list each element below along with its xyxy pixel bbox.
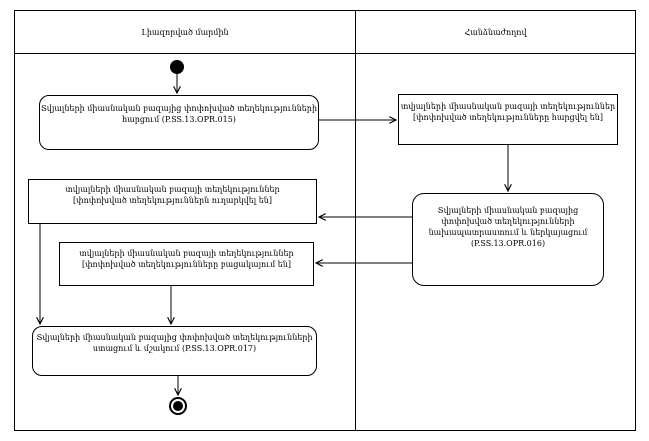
activity-receive-process-info: Տվյալների միասնական բազայից փոփոխված տեղ… [32,326,317,376]
final-node-inner-dot [173,401,183,411]
node-text-line: ստացում և մշակում (P.SS.13.OPR.017) [92,344,257,353]
node-text-line: Տվյալների միասնական բազայից [437,206,579,215]
node-text-line: նախապատրաստում և ներկայացում [428,228,588,237]
lane-divider [355,54,356,430]
swimlane-header-row: Լիազորված մարմին Հանձնաժողով [14,10,636,54]
node-text-line: Տվյալների միասնական բազայից փոփոխված տեղ… [40,104,318,113]
activity-prepare-present-info: Տվյալների միասնական բազայից փոփոխված տեղ… [412,193,604,286]
node-text-line: [փոփոխված տեղեկություններն ուղարկվել են] [73,196,272,205]
node-text-line: տվյալների միասնական բազայի տեղեկությունն… [400,102,616,111]
node-text-line: Տվյալների միասնական բազայից փոփոխված տեղ… [36,333,313,342]
object-info-requested: տվյալների միասնական բազայի տեղեկությունն… [398,94,618,145]
final-node-icon [169,397,187,415]
lane-label: Հանձնաժողով [464,27,527,37]
object-info-missing: տվյալների միասնական բազայի տեղեկությունն… [59,242,314,286]
activity-request-changed-info: Տվյալների միասնական բազայից փոփոխված տեղ… [39,95,319,150]
initial-node-icon [170,60,184,74]
node-text-line: տվյալների միասնական բազայի տեղեկությունն… [79,249,294,258]
node-text-line: [փոփոխված տեղեկությունները բացակայում են… [81,260,292,269]
lane-header-authorized-body: Լիազորված մարմին [15,11,356,53]
node-text-line: տվյալների միասնական բազայի տեղեկությունն… [65,185,280,194]
node-text-line: [փոփոխված տեղեկությունները հարցվել են] [413,113,603,122]
lane-label: Լիազորված մարմին [141,27,229,37]
object-info-sent: տվյալների միասնական բազայի տեղեկությունն… [28,179,317,224]
node-text-line: (P.SS.13.OPR.016) [470,239,546,248]
node-text-line: հարցում (P.SS.13.OPR.015) [122,115,236,124]
lane-header-commission: Հանձնաժողով [356,11,635,53]
node-text-line: փոփոխված տեղեկությունների [441,217,575,226]
